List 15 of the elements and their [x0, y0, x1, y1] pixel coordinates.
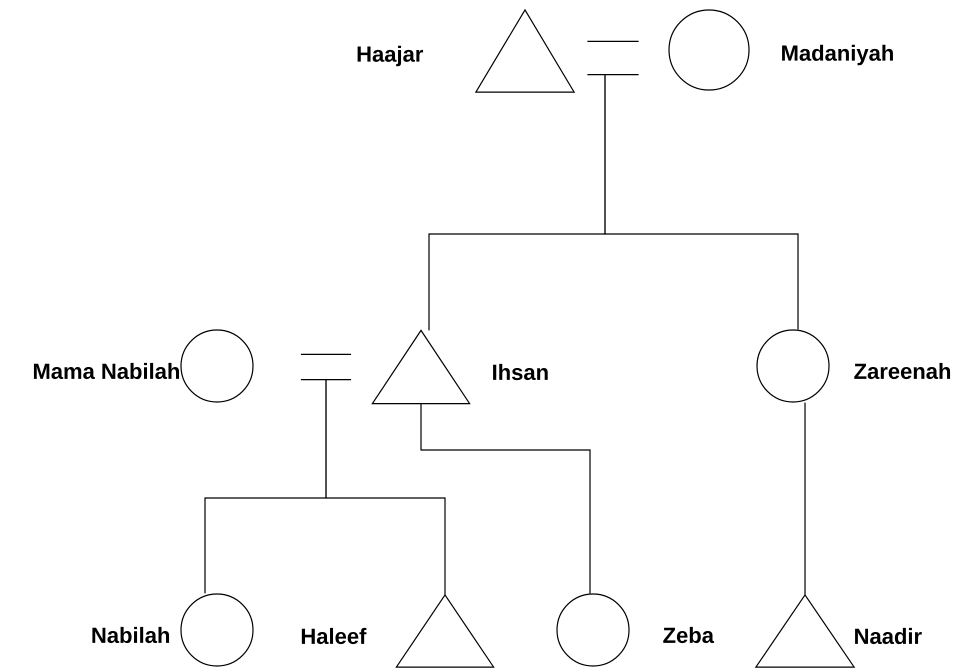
marriage-symbol — [586, 40, 640, 76]
name-label: Zeba — [663, 626, 714, 644]
name-label: Haajar — [358, 46, 424, 66]
descent-line — [804, 402, 806, 595]
descent-line — [325, 380, 446, 595]
name-label: Ihsan — [493, 364, 548, 380]
name-label: Madaniyah — [782, 44, 893, 66]
name-label: Haleef — [302, 628, 366, 644]
marriage-symbol — [300, 354, 352, 380]
name-label: Nabilah — [92, 626, 170, 644]
name-label: Zareenah — [854, 362, 950, 380]
descent-line — [420, 404, 591, 594]
name-label: Mama Nabilah — [34, 362, 179, 380]
descent-line — [604, 74, 799, 330]
name-label: Naadir — [855, 628, 922, 644]
